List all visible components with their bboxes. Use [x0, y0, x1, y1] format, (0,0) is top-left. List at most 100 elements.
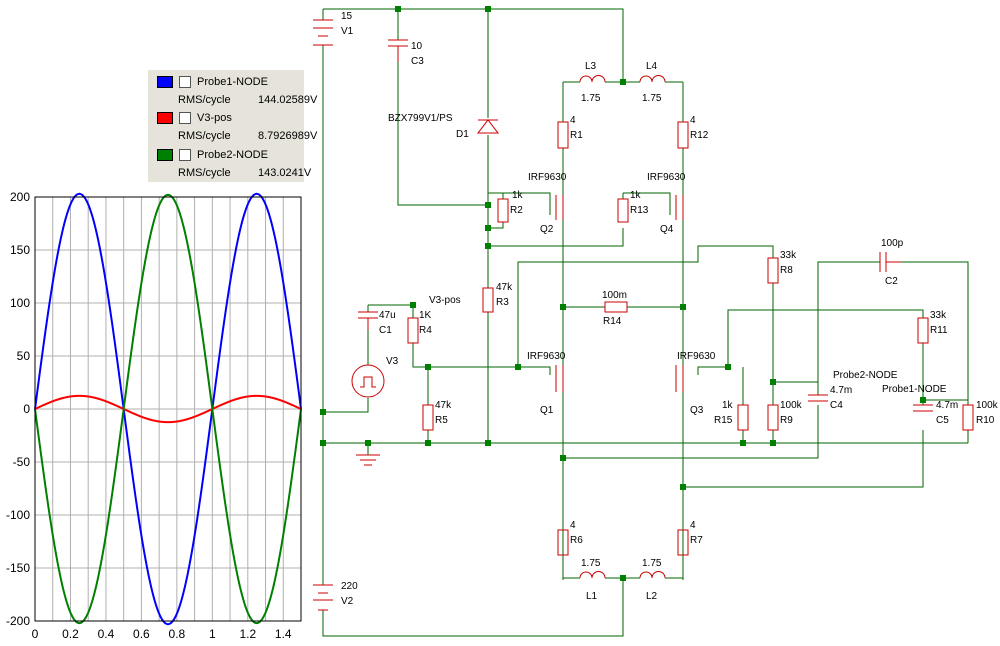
svg-text:10: 10 [411, 41, 423, 52]
svg-text:IRF9630: IRF9630 [677, 351, 716, 362]
y-tick-label: 0 [23, 402, 30, 416]
svg-text:R7: R7 [690, 535, 703, 546]
svg-text:1k: 1k [630, 190, 642, 201]
x-tick-label: 1 [209, 627, 216, 641]
svg-text:R1: R1 [570, 130, 583, 141]
svg-text:R2: R2 [510, 205, 523, 216]
series-line-v3-pos [34, 394, 302, 424]
plot-frame [34, 196, 302, 622]
svg-text:R13: R13 [630, 205, 649, 216]
legend-checkbox[interactable] [179, 149, 191, 161]
series-line-probe2-node [34, 193, 302, 625]
legend-panel: Probe1-NODE RMS/cycle 144.02589V V3-pos … [148, 70, 317, 182]
legend-color-swatch [157, 76, 173, 88]
legend-label: Probe1-NODE [197, 76, 268, 88]
svg-text:C2: C2 [885, 276, 898, 287]
rms-label: RMS/cycle [178, 167, 231, 179]
y-tick-label: 50 [17, 349, 31, 363]
svg-text:V3-pos: V3-pos [429, 295, 461, 306]
svg-text:C1: C1 [379, 325, 392, 336]
svg-text:1K: 1K [419, 310, 432, 321]
svg-text:1k: 1k [722, 400, 734, 411]
y-tick-label: -150 [6, 561, 30, 575]
svg-text:47k: 47k [435, 400, 452, 411]
svg-text:47k: 47k [496, 282, 513, 293]
rms-label: RMS/cycle [178, 94, 231, 106]
x-tick-label: 0.2 [62, 627, 79, 641]
svg-text:L2: L2 [646, 591, 658, 602]
svg-text:Probe1-NODE: Probe1-NODE [882, 384, 947, 395]
legend-checkbox[interactable] [179, 112, 191, 124]
svg-text:BZX799V1/PS: BZX799V1/PS [388, 113, 453, 124]
components [313, 19, 974, 611]
rms-label: RMS/cycle [178, 130, 231, 142]
wires [322, 8, 969, 637]
svg-text:C4: C4 [830, 400, 843, 411]
y-tick-label: 100 [10, 296, 30, 310]
svg-text:L3: L3 [585, 61, 597, 72]
rms-value: 8.7926989V [258, 130, 318, 142]
svg-text:IRF9630: IRF9630 [527, 351, 566, 362]
svg-text:1.75: 1.75 [642, 93, 662, 104]
x-tick-label: 0.4 [98, 627, 115, 641]
svg-text:R4: R4 [419, 325, 432, 336]
svg-text:100k: 100k [780, 400, 803, 411]
rms-value: 143.0241V [258, 167, 312, 179]
svg-text:R12: R12 [690, 130, 709, 141]
svg-text:V1: V1 [341, 26, 354, 37]
svg-text:100k: 100k [976, 400, 999, 411]
x-tick-label: 1.2 [239, 627, 256, 641]
legend-checkbox[interactable] [179, 76, 191, 88]
rms-value: 144.02589V [258, 94, 318, 106]
svg-text:V2: V2 [341, 596, 354, 607]
legend-item-probe2[interactable]: Probe2-NODE [148, 147, 268, 163]
legend-color-swatch [157, 112, 173, 124]
junction-dots [320, 6, 926, 581]
y-tick-label: -200 [6, 614, 30, 628]
svg-text:C5: C5 [936, 415, 949, 426]
svg-text:R8: R8 [780, 265, 793, 276]
x-tick-label: 0 [32, 627, 39, 641]
svg-text:Q1: Q1 [540, 405, 554, 416]
legend-label: Probe2-NODE [197, 149, 268, 161]
svg-text:1.75: 1.75 [581, 93, 601, 104]
svg-text:47u: 47u [379, 310, 396, 321]
legend-item-v3pos[interactable]: V3-pos [148, 110, 232, 126]
svg-text:4.7m: 4.7m [830, 385, 852, 396]
svg-text:Q2: Q2 [540, 224, 554, 235]
svg-text:4: 4 [570, 520, 576, 531]
svg-text:V3: V3 [386, 356, 399, 367]
svg-text:R6: R6 [570, 535, 583, 546]
svg-text:R14: R14 [603, 316, 622, 327]
legend-color-swatch [157, 149, 173, 161]
svg-text:R10: R10 [976, 415, 995, 426]
svg-text:100p: 100p [881, 238, 904, 249]
svg-text:1.75: 1.75 [642, 558, 662, 569]
plot-series [34, 192, 302, 626]
svg-text:Q3: Q3 [690, 405, 704, 416]
svg-text:1k: 1k [512, 190, 524, 201]
svg-text:4.7m: 4.7m [936, 400, 958, 411]
svg-text:D1: D1 [456, 129, 469, 140]
y-tick-label: 150 [10, 243, 30, 257]
svg-text:R9: R9 [780, 415, 793, 426]
svg-text:L1: L1 [586, 591, 598, 602]
svg-text:33k: 33k [780, 250, 797, 261]
series-line-probe1-node [34, 192, 302, 626]
svg-text:Q4: Q4 [660, 224, 674, 235]
svg-text:100m: 100m [602, 290, 627, 301]
svg-text:4: 4 [690, 520, 696, 531]
x-tick-label: 0.8 [169, 627, 186, 641]
legend-item-probe1[interactable]: Probe1-NODE [148, 74, 268, 90]
svg-text:R3: R3 [496, 297, 509, 308]
svg-text:IRF9630: IRF9630 [647, 172, 686, 183]
svg-text:L4: L4 [646, 61, 658, 72]
svg-text:IRF9630: IRF9630 [528, 172, 567, 183]
svg-text:4: 4 [690, 115, 696, 126]
legend-label: V3-pos [197, 112, 232, 124]
y-tick-label: -100 [6, 508, 30, 522]
y-tick-label: -50 [13, 455, 31, 469]
